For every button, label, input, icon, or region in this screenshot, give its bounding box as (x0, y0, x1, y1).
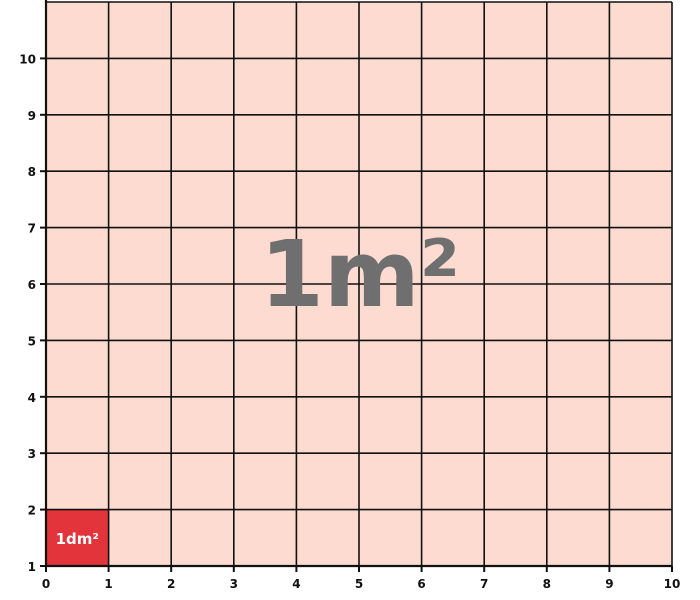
y-tick-label: 6 (28, 278, 36, 292)
y-axis-ticks: 1 2 3 4 5 6 7 8 9 10 (19, 52, 46, 574)
x-tick-label: 8 (543, 577, 551, 591)
y-tick-label: 1 (28, 560, 36, 574)
x-tick-label: 9 (605, 577, 613, 591)
small-area-label: 1dm² (56, 530, 99, 548)
y-tick-label: 4 (28, 391, 36, 405)
y-tick-label: 10 (19, 52, 36, 66)
x-tick-label: 5 (355, 577, 363, 591)
x-tick-label: 6 (417, 577, 425, 591)
highlighted-square-1dm2 (46, 509, 109, 566)
x-tick-label: 3 (230, 577, 238, 591)
y-tick-label: 2 (28, 504, 36, 518)
y-tick-label: 7 (28, 222, 36, 236)
y-tick-label: 5 (28, 334, 36, 348)
x-tick-label: 7 (480, 577, 488, 591)
grid-lines (46, 1, 673, 566)
x-tick-label: 2 (167, 577, 175, 591)
x-tick-label: 10 (664, 577, 681, 591)
x-tick-label: 4 (292, 577, 300, 591)
y-tick-label: 8 (28, 165, 36, 179)
y-tick-label: 3 (28, 447, 36, 461)
x-tick-label: 1 (104, 577, 112, 591)
x-axis-ticks: 0 1 2 3 4 5 6 7 8 9 10 (42, 566, 681, 591)
x-tick-label: 0 (42, 577, 50, 591)
y-tick-label: 9 (28, 109, 36, 123)
big-area-label: 1m² (260, 221, 460, 328)
